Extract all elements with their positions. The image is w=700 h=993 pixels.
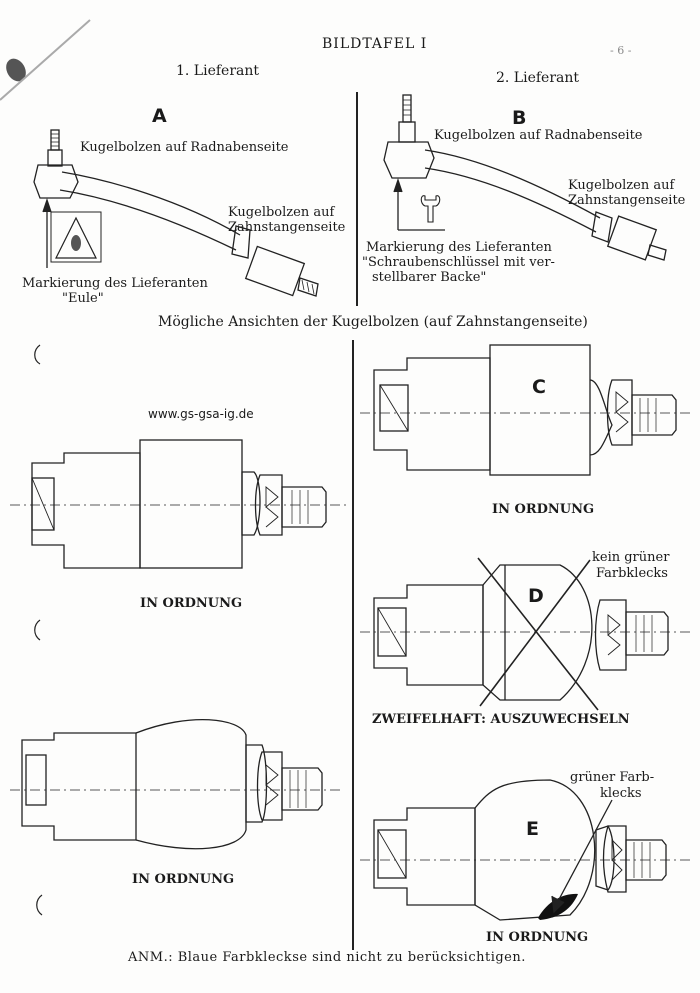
label-b-mark-3: stellbarer Backe": [372, 270, 487, 285]
label-c: C: [532, 376, 546, 398]
watermark-url: www.gs-gsa-ig.de: [148, 407, 254, 421]
ball-stud-view-d: [360, 557, 690, 711]
label-a-radnabe: Kugelbolzen auf Radnabenseite: [80, 140, 289, 155]
plate-title: BILDTAFEL I: [322, 36, 428, 52]
status-left-2: IN ORDNUNG: [132, 872, 235, 887]
status-e: IN ORDNUNG: [486, 930, 589, 945]
note-d-2: Farbklecks: [596, 566, 668, 581]
label-b-zahnstange-2: Zahnstangenseite: [568, 193, 686, 208]
label-a-mark-2: "Eule": [62, 291, 104, 306]
footnote: ANM.: Blaue Farbkleckse sind nicht zu be…: [128, 950, 526, 965]
label-b-radnabe: Kugelbolzen auf Radnabenseite: [434, 128, 643, 143]
section-subtitle: Mögliche Ansichten der Kugelbolzen (auf …: [158, 314, 588, 330]
tie-rod-drawing-b: [383, 94, 667, 261]
divider-bottom: [352, 340, 354, 950]
label-d: D: [528, 585, 544, 607]
label-b-mark-1: Markierung des Lieferanten: [366, 240, 552, 255]
label-a-zahnstange-2: Zahnstangenseite: [228, 220, 346, 235]
ball-stud-view-c: [360, 344, 690, 476]
page-number: - 6 -: [610, 44, 632, 57]
label-a-mark-1: Markierung des Lieferanten: [22, 276, 208, 291]
status-left-1: IN ORDNUNG: [140, 596, 243, 611]
note-e-1: grüner Farb-: [570, 770, 655, 785]
label-b-zahnstange-1: Kugelbolzen auf: [568, 178, 675, 193]
supplier-2-heading: 2. Lieferant: [496, 70, 580, 86]
status-d: ZWEIFELHAFT: AUSZUWECHSELN: [372, 712, 630, 727]
label-b: B: [512, 107, 527, 129]
tie-rod-drawing-a: [33, 129, 319, 297]
label-a: A: [152, 105, 167, 127]
note-e-2: klecks: [600, 786, 642, 801]
ball-stud-view-left-1: [10, 439, 350, 569]
label-a-zahnstange-1: Kugelbolzen auf: [228, 205, 335, 220]
status-c: IN ORDNUNG: [492, 502, 595, 517]
ball-stud-view-left-2: [10, 719, 340, 850]
ball-stud-view-e: [360, 779, 690, 921]
supplier-1-heading: 1. Lieferant: [176, 63, 260, 79]
divider-top: [356, 92, 358, 306]
label-b-mark-2: "Schraubenschlüssel mit ver-: [362, 255, 555, 270]
label-e: E: [526, 818, 539, 840]
note-d-1: kein grüner: [592, 550, 670, 565]
